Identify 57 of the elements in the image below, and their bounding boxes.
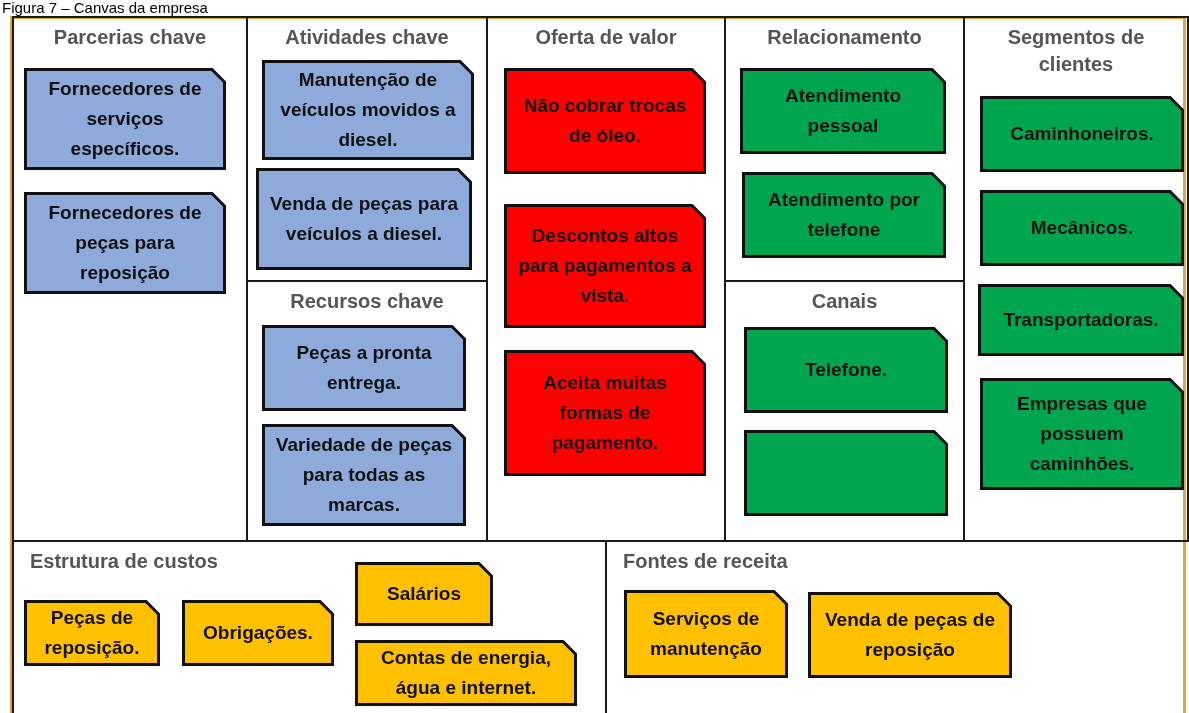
note-text: Fornecedores de serviços específicos. bbox=[47, 77, 203, 161]
sticky-note bbox=[978, 284, 1184, 356]
note-text: Variedade de peças para todas as marcas. bbox=[274, 433, 454, 517]
section-heading: Atividades chave bbox=[284, 25, 450, 50]
sticky-note bbox=[355, 562, 493, 626]
note-text: Obrigações. bbox=[202, 621, 314, 645]
note-text: Transportadoras. bbox=[1002, 308, 1160, 332]
sticky-note bbox=[980, 96, 1184, 172]
section-heading: Segmentos de clientes bbox=[1006, 25, 1146, 77]
section-heading: Parcerias chave bbox=[52, 25, 208, 50]
figure-title: Figura 7 – Canvas da empresa bbox=[2, 0, 208, 16]
canvas-section bbox=[12, 16, 248, 542]
sticky-note bbox=[504, 68, 706, 174]
sticky-note bbox=[624, 590, 788, 678]
note-text: Atendimento pessoal bbox=[783, 84, 903, 138]
sticky-note bbox=[980, 378, 1184, 490]
sticky-note bbox=[24, 600, 160, 666]
note-text: Venda de peças para veículos a diesel. bbox=[269, 192, 459, 246]
note-text: Salários bbox=[386, 582, 462, 606]
sticky-note bbox=[256, 168, 472, 270]
sticky-note bbox=[980, 190, 1184, 266]
sticky-note bbox=[504, 204, 706, 328]
section-heading: Estrutura de custos bbox=[30, 549, 219, 574]
sticky-note bbox=[262, 60, 474, 160]
section-heading: Fontes de receita bbox=[623, 549, 789, 574]
section-heading: Recursos chave bbox=[289, 289, 445, 314]
sticky-note bbox=[182, 600, 334, 666]
note-text: Serviços de manutenção bbox=[649, 607, 763, 661]
note-text: Peças a pronta entrega. bbox=[295, 341, 433, 395]
note-text: Telefone. bbox=[804, 358, 888, 382]
note-text: Manutenção de veículos movidos a diesel. bbox=[279, 68, 457, 152]
note-text: Caminhoneiros. bbox=[1009, 122, 1155, 146]
sticky-note bbox=[742, 172, 946, 258]
note-text: Fornecedores de peças para reposição bbox=[47, 201, 203, 285]
sticky-note bbox=[744, 327, 948, 413]
sticky-note bbox=[744, 430, 948, 516]
note-text: Mecânicos. bbox=[1029, 216, 1135, 240]
sticky-note bbox=[504, 350, 706, 476]
sticky-note bbox=[262, 325, 466, 411]
canvas-section bbox=[963, 16, 1189, 542]
sticky-note bbox=[355, 640, 577, 706]
note-text: Não cobrar trocas de óleo. bbox=[522, 94, 688, 148]
note-text: Atendimento por telefone bbox=[767, 188, 921, 242]
sticky-note bbox=[740, 68, 946, 154]
sticky-note bbox=[808, 592, 1012, 678]
note-text: Contas de energia, água e internet. bbox=[380, 646, 552, 700]
note-text: Aceita muitas formas de pagamento. bbox=[542, 371, 668, 455]
section-heading: Oferta de valor bbox=[534, 25, 678, 50]
note-text: Venda de peças de reposição bbox=[824, 608, 996, 662]
note-text: Descontos altos para pagamentos a vista. bbox=[517, 224, 693, 308]
note-text: Empresas que possuem caminhões. bbox=[1016, 392, 1148, 476]
note-text: Peças de reposição. bbox=[43, 606, 141, 660]
sticky-note bbox=[262, 424, 466, 526]
sticky-note bbox=[24, 68, 226, 170]
sticky-note bbox=[24, 192, 226, 294]
section-heading: Canais bbox=[810, 289, 879, 314]
section-heading: Relacionamento bbox=[766, 25, 923, 50]
